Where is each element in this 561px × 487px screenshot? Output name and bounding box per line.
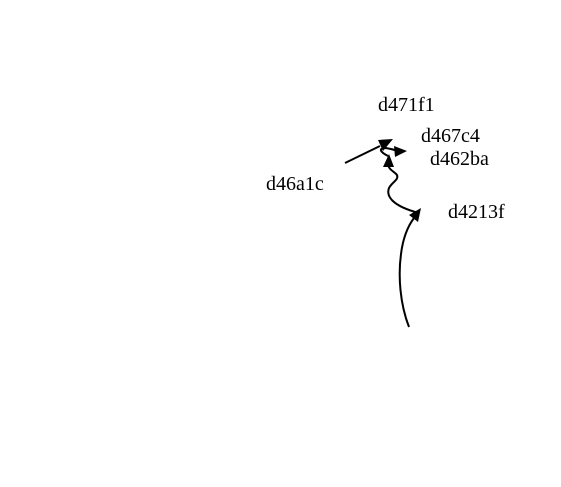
edge-d46a1c-to-d471f1 xyxy=(344,145,381,164)
edge-d4213f-to-d462ba xyxy=(387,162,420,214)
node-label-d471f1: d471f1 xyxy=(378,94,435,116)
node-label-d467c4: d467c4 xyxy=(421,125,480,147)
edge-incoming-to-d4213f xyxy=(398,217,415,328)
node-label-d462ba: d462ba xyxy=(430,148,489,170)
node-label-d4213f: d4213f xyxy=(448,201,505,223)
arrowhead-d4213f xyxy=(409,208,421,222)
node-label-d46a1c: d46a1c xyxy=(266,173,324,195)
arrowhead-d467c4 xyxy=(394,146,407,157)
edges xyxy=(344,139,421,328)
node-labels: d471f1 d467c4 d462ba d46a1c d4213f xyxy=(266,94,505,223)
arrowhead-d462ba xyxy=(383,154,394,167)
